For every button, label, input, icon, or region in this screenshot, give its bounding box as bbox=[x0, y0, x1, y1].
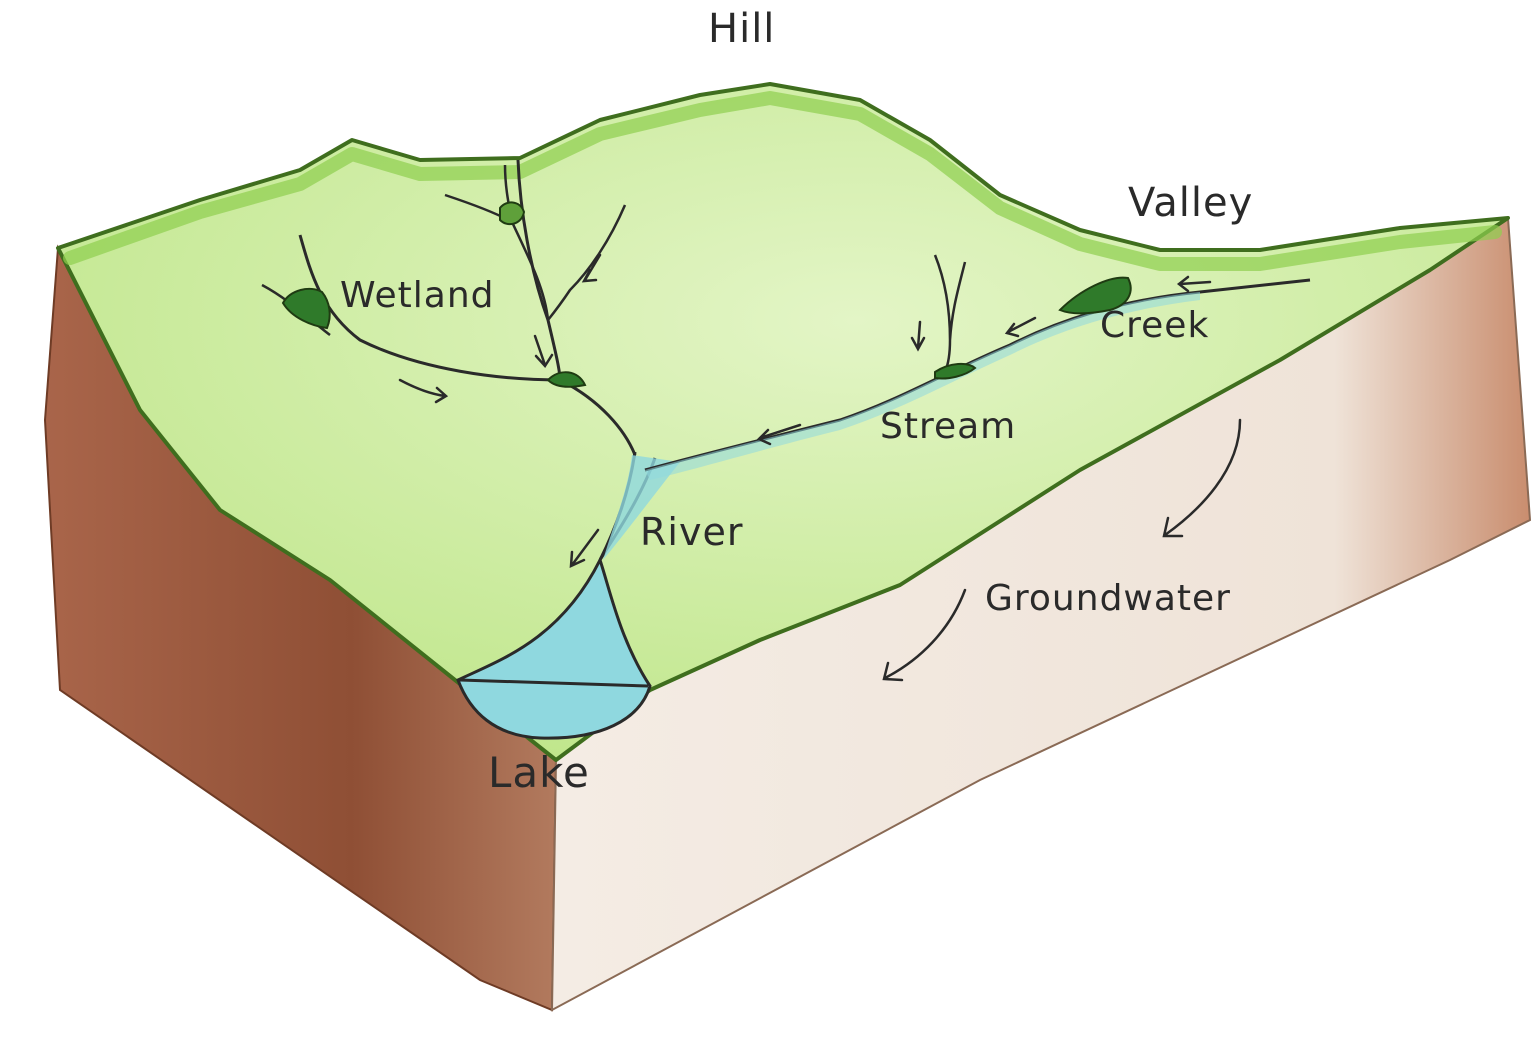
label-lake: Lake bbox=[488, 748, 590, 797]
label-stream: Stream bbox=[880, 406, 1016, 447]
label-valley: Valley bbox=[1128, 180, 1253, 226]
label-groundwater: Groundwater bbox=[985, 578, 1231, 619]
label-hill: Hill bbox=[708, 6, 775, 52]
label-wetland: Wetland bbox=[340, 275, 494, 316]
label-creek: Creek bbox=[1100, 305, 1209, 346]
wetland-center bbox=[500, 202, 524, 224]
label-river: River bbox=[640, 510, 743, 554]
